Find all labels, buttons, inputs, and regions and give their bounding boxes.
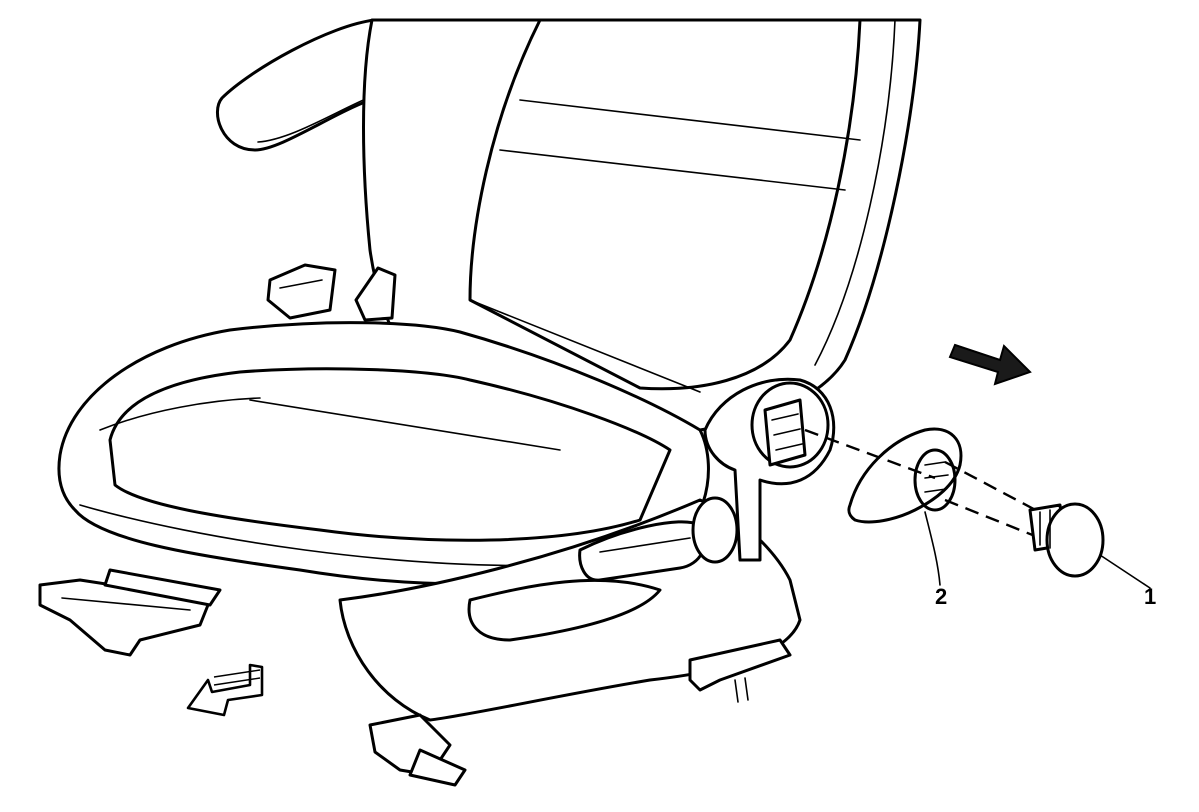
leader-line-1	[1099, 554, 1151, 589]
recline-lever-ridge	[599, 537, 691, 553]
release-button-splines	[1039, 509, 1051, 549]
cushion-seam-mid	[249, 399, 561, 451]
seat-back-seam-lower	[499, 149, 846, 191]
recline-knob	[691, 496, 739, 564]
seat-back-panel	[468, 18, 862, 391]
recline-handle-cover	[847, 427, 963, 524]
seat-track-front-foot	[408, 748, 467, 787]
seat-back-side-edge	[814, 19, 896, 366]
side-shield-recess	[467, 578, 662, 642]
belt-buckle-slot	[279, 279, 323, 289]
seat-track-left-groove	[61, 597, 191, 611]
recliner-pivot-ring	[750, 381, 830, 469]
seat-track-right	[688, 638, 792, 692]
alignment-line-lower	[944, 498, 1046, 542]
callout-label-2: 2	[935, 584, 947, 609]
handle-cover-hub	[913, 448, 957, 512]
handle-cover-hub-ribs	[924, 461, 949, 493]
alignment-line-upper	[804, 428, 936, 480]
seat-back-seam-upper	[519, 99, 861, 141]
front-direction-arrow	[186, 663, 264, 717]
recliner-bracket-teeth	[771, 413, 803, 451]
seat-track-left-rail	[103, 568, 222, 607]
belt-anchor	[354, 266, 397, 322]
release-button	[1045, 502, 1105, 578]
belt-buckle	[266, 263, 337, 320]
headrest-wing	[216, 18, 377, 152]
cushion-seam-left	[99, 397, 261, 431]
removal-direction-arrow	[948, 343, 1032, 386]
front-arrow-shading	[213, 669, 261, 686]
seat-back-bottom-seam	[469, 299, 701, 393]
leader-line-2	[924, 511, 941, 586]
seat-track-right-bolt	[734, 677, 749, 703]
seat-cushion-insert	[108, 367, 672, 542]
cushion-front-edge	[79, 504, 561, 567]
headrest-wing-seam	[257, 97, 369, 143]
callout-label-1: 1	[1144, 584, 1156, 609]
seat-cushion	[57, 321, 710, 586]
alignment-line-mid	[944, 460, 1046, 517]
